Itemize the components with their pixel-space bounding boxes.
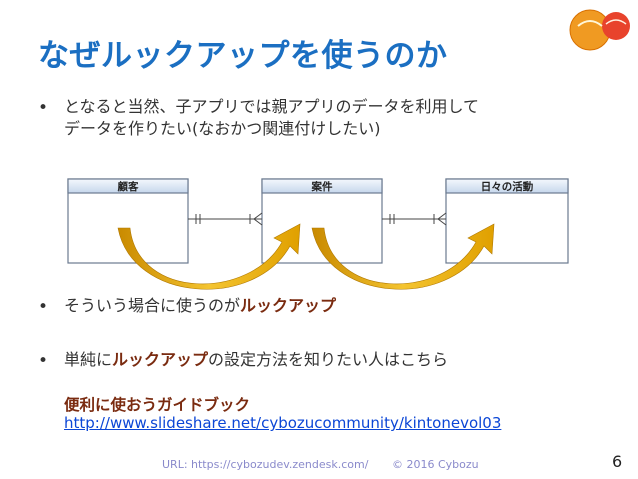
- bullet-2-text: そういう場合に使うのがルックアップ: [64, 295, 336, 317]
- cybozu-logo-icon: [569, 9, 630, 51]
- bullet-1-line-2: データを作りたい(なおかつ関連付けしたい): [64, 119, 381, 138]
- guidebook-title: 便利に使おうガイドブック: [64, 396, 251, 414]
- entity-label-customer: 顧客: [118, 180, 139, 193]
- entity-label-deal: 案件: [311, 180, 333, 193]
- bullet-marker: •: [38, 98, 49, 118]
- relation-connector-1: [188, 212, 263, 226]
- bullet-3-highlight: ルックアップ: [112, 350, 209, 369]
- footer-copyright: © 2016 Cybozu: [392, 458, 479, 471]
- bullet-1-text: となると当然、子アプリでは親アプリのデータを利用して データを作りたい(なおかつ…: [64, 96, 479, 140]
- relation-connector-2: [382, 212, 447, 226]
- entity-label-daily-activity: 日々の活動: [481, 180, 534, 193]
- bullet-3-rest: の設定方法を知りたい人はこちら: [208, 350, 449, 369]
- bullet-1-line-1: となると当然、子アプリでは親アプリのデータを利用して: [64, 97, 480, 116]
- footer-url: URL: https://cybozudev.zendesk.com/: [162, 458, 369, 471]
- bullet-3-text: 単純にルックアップの設定方法を知りたい人はこちら: [64, 349, 448, 371]
- bullet-marker: •: [38, 297, 49, 317]
- bullet-3-lead: 単純に: [64, 350, 113, 369]
- lookup-arrow-2: [311, 223, 495, 290]
- bullet-2-lead: そういう場合に使うのが: [64, 296, 241, 315]
- entity-box-daily-activity: 日々の活動: [445, 178, 569, 264]
- bullet-marker: •: [38, 351, 49, 371]
- guidebook-link[interactable]: http://www.slideshare.net/cybozucommunit…: [64, 414, 502, 432]
- relation-diagram: 顧客 案件 日々の活動: [67, 178, 569, 290]
- entity-box-customer: 顧客: [67, 178, 189, 264]
- bullet-2-highlight: ルックアップ: [240, 296, 337, 315]
- slide-title: なぜルックアップを使うのか: [38, 38, 448, 74]
- page-number: 6: [612, 452, 623, 471]
- lookup-arrow-1: [117, 223, 301, 290]
